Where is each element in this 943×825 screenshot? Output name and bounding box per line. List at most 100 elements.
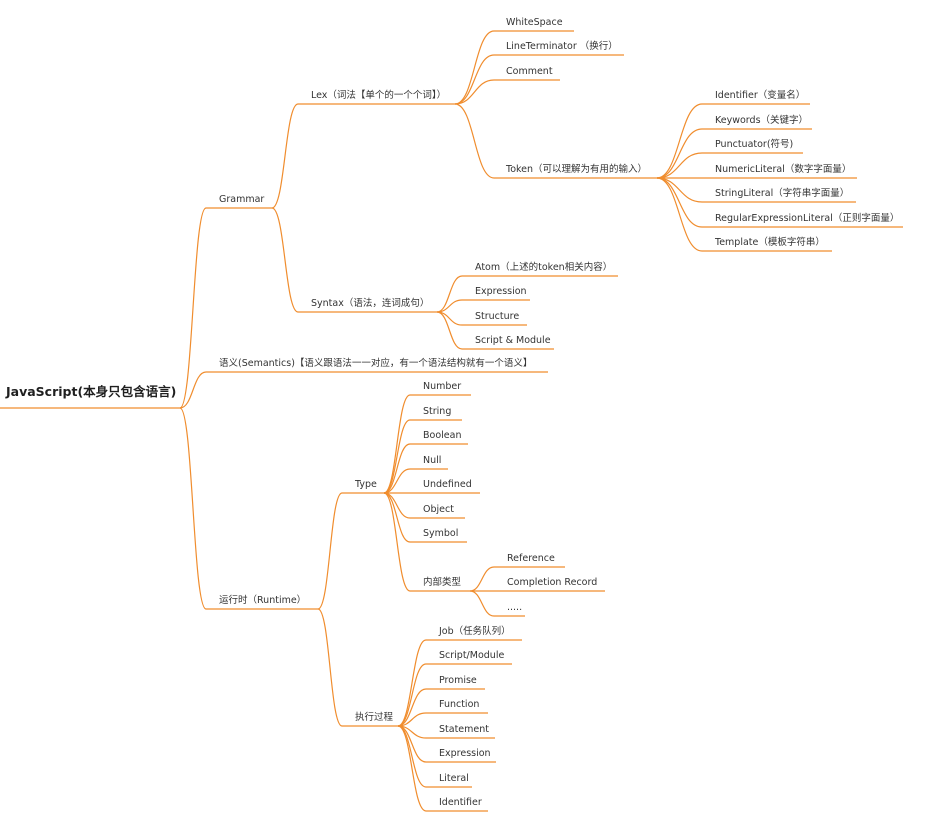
node-type[interactable]: Type — [342, 479, 384, 494]
svg-text:Promise: Promise — [439, 675, 477, 686]
node-script-module[interactable]: Script & Module — [462, 335, 554, 350]
connector-line — [383, 468, 411, 494]
connector-line — [469, 590, 495, 617]
node-symbol[interactable]: Symbol — [410, 528, 467, 543]
svg-text:Type: Type — [354, 479, 377, 490]
node-keywords[interactable]: Keywords（关键字） — [702, 114, 812, 130]
connector-line — [469, 566, 495, 592]
connector-line — [656, 152, 703, 179]
node-token[interactable]: Token（可以理解为有用的输入） — [494, 163, 657, 179]
svg-text:Completion Record: Completion Record — [507, 577, 597, 588]
node-runtime[interactable]: 运行时（Runtime） — [206, 594, 318, 610]
svg-text:Lex（词法【单个的一个个词】）: Lex（词法【单个的一个个词】） — [311, 89, 446, 101]
connector-line — [656, 128, 703, 179]
node-root[interactable]: JavaScript(本身只包含语言) — [0, 384, 180, 409]
svg-text:Job（任务队列）: Job（任务队列） — [438, 625, 511, 637]
node-function[interactable]: Function — [426, 699, 488, 714]
node-boolean[interactable]: Boolean — [410, 430, 468, 445]
svg-text:Atom（上述的token相关内容）: Atom（上述的token相关内容） — [475, 261, 612, 273]
node-number[interactable]: Number — [410, 381, 471, 396]
connector-line — [179, 207, 207, 409]
connector-line — [454, 103, 495, 179]
node-comment[interactable]: Comment — [494, 66, 560, 81]
connector-line — [383, 443, 411, 494]
svg-text:Function: Function — [439, 699, 479, 710]
svg-text:Keywords（关键字）: Keywords（关键字） — [715, 114, 808, 126]
node-lineterminator[interactable]: LineTerminator （换行） — [494, 40, 624, 56]
node-undefined[interactable]: Undefined — [410, 479, 480, 494]
svg-text:String: String — [423, 406, 451, 417]
node-job[interactable]: Job（任务队列） — [426, 625, 522, 641]
svg-text:Template（模板字符串）: Template（模板字符串） — [714, 236, 825, 248]
node-syntax[interactable]: Syntax（语法，连词成句） — [298, 297, 437, 313]
connector-line — [656, 177, 703, 228]
svg-text:Script/Module: Script/Module — [439, 650, 504, 661]
connector-line — [271, 103, 299, 209]
node-null[interactable]: Null — [410, 455, 448, 470]
svg-text:StringLiteral（字符串字面量）: StringLiteral（字符串字面量） — [715, 187, 849, 199]
node-string[interactable]: String — [410, 406, 462, 421]
node-statement[interactable]: Statement — [426, 724, 495, 739]
connector-line — [317, 492, 343, 610]
node-internal-type[interactable]: 内部类型 — [410, 576, 470, 592]
connector-line — [656, 177, 703, 203]
connector-line — [454, 30, 495, 105]
connector-line — [454, 54, 495, 105]
node-punctuator[interactable]: Punctuator(符号) — [702, 138, 803, 154]
svg-text:Grammar: Grammar — [219, 194, 264, 205]
connector-line — [317, 608, 343, 727]
svg-text:NumericLiteral（数字字面量）: NumericLiteral（数字字面量） — [715, 163, 851, 175]
node-grammar[interactable]: Grammar — [206, 194, 272, 209]
node-identifier-token[interactable]: Identifier（变量名） — [702, 89, 810, 105]
node-reference[interactable]: Reference — [494, 553, 565, 568]
node-stringliteral[interactable]: StringLiteral（字符串字面量） — [702, 187, 856, 203]
node-exec-script-module[interactable]: Script/Module — [426, 650, 512, 665]
svg-text:Script & Module: Script & Module — [475, 335, 551, 346]
node-syntax-expression[interactable]: Expression — [462, 286, 530, 301]
svg-text:Undefined: Undefined — [423, 479, 472, 490]
node-semantics[interactable]: 语义(Semantics)【语义跟语法一一对应，有一个语法结构就有一个语义】 — [206, 357, 548, 373]
node-exec-identifier[interactable]: Identifier — [426, 797, 488, 812]
svg-text:Boolean: Boolean — [423, 430, 461, 441]
connector-line — [436, 311, 463, 350]
svg-text:Number: Number — [423, 381, 461, 392]
svg-text:Expression: Expression — [439, 748, 491, 759]
node-completion-record[interactable]: Completion Record — [494, 577, 605, 592]
svg-text:Statement: Statement — [439, 724, 489, 735]
connector-line — [397, 663, 427, 727]
svg-text:Reference: Reference — [507, 553, 555, 564]
node-template[interactable]: Template（模板字符串） — [702, 236, 832, 252]
node-execution[interactable]: 执行过程 — [342, 711, 398, 727]
node-exec-expression[interactable]: Expression — [426, 748, 496, 763]
svg-text:Identifier（变量名）: Identifier（变量名） — [715, 89, 805, 101]
svg-text:Null: Null — [423, 455, 441, 466]
svg-text:JavaScript(本身只包含语言): JavaScript(本身只包含语言) — [5, 384, 176, 399]
svg-text:Structure: Structure — [475, 311, 519, 322]
node-lex[interactable]: Lex（词法【单个的一个个词】） — [298, 89, 455, 105]
node-regexpliteral[interactable]: RegularExpressionLiteral（正则字面量） — [702, 212, 903, 228]
node-structure[interactable]: Structure — [462, 311, 527, 326]
connector-line — [179, 371, 207, 409]
connector-line — [271, 207, 299, 313]
svg-text:Object: Object — [423, 504, 454, 515]
svg-text:RegularExpressionLiteral（正则字面量: RegularExpressionLiteral（正则字面量） — [715, 212, 899, 224]
node-ellipsis[interactable]: ..... — [494, 602, 525, 617]
node-object[interactable]: Object — [410, 504, 465, 519]
node-whitespace[interactable]: WhiteSpace — [494, 17, 574, 32]
node-numericliteral[interactable]: NumericLiteral（数字字面量） — [702, 163, 857, 179]
connector-line — [436, 275, 463, 313]
node-atom[interactable]: Atom（上述的token相关内容） — [462, 261, 618, 277]
node-literal[interactable]: Literal — [426, 773, 472, 788]
connector-line — [179, 407, 207, 610]
node-promise[interactable]: Promise — [426, 675, 485, 690]
connector-line — [397, 725, 427, 788]
svg-text:Identifier: Identifier — [439, 797, 482, 808]
svg-text:Literal: Literal — [439, 773, 469, 784]
connector-line — [656, 177, 703, 252]
connector-line — [397, 688, 427, 727]
svg-text:LineTerminator （换行）: LineTerminator （换行） — [506, 40, 618, 52]
connector-line — [656, 103, 703, 179]
svg-text:Comment: Comment — [506, 66, 553, 77]
